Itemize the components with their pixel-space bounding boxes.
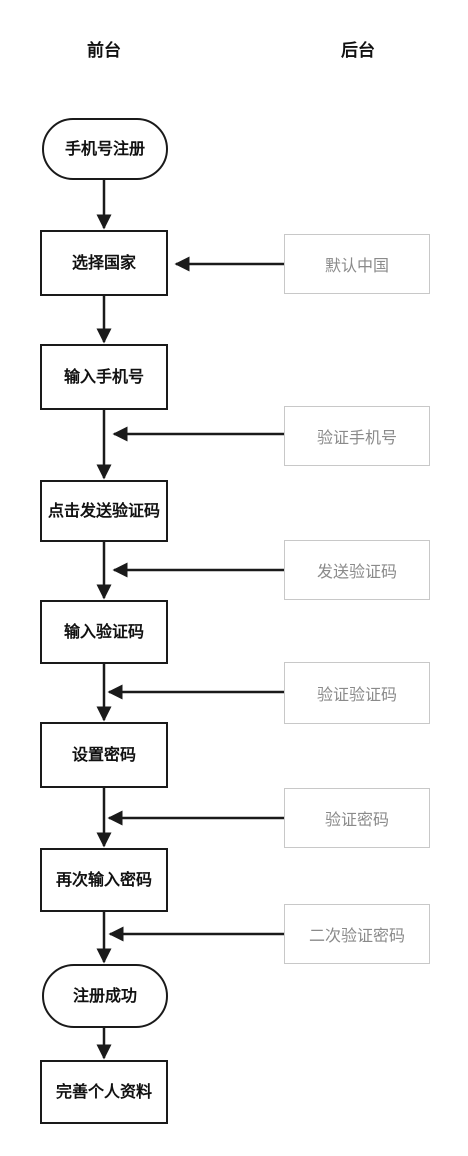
backend-verify-phone: 验证手机号	[284, 406, 430, 466]
step-enter-code: 输入验证码	[40, 600, 168, 664]
backend-column-header: 后台	[341, 41, 375, 61]
frontend-column-header: 前台	[87, 41, 121, 61]
step-register-success: 注册成功	[42, 964, 168, 1028]
backend-second-verify-password: 二次验证密码	[284, 904, 430, 964]
backend-default-china: 默认中国	[284, 234, 430, 294]
step-phone-register: 手机号注册	[42, 118, 168, 180]
backend-send-code: 发送验证码	[284, 540, 430, 600]
step-enter-phone: 输入手机号	[40, 344, 168, 410]
step-select-country: 选择国家	[40, 230, 168, 296]
step-complete-profile: 完善个人资料	[40, 1060, 168, 1124]
step-repeat-password: 再次输入密码	[40, 848, 168, 912]
backend-verify-password: 验证密码	[284, 788, 430, 848]
step-set-password: 设置密码	[40, 722, 168, 788]
backend-verify-code: 验证验证码	[284, 662, 430, 724]
step-click-send-code: 点击发送验证码	[40, 480, 168, 542]
